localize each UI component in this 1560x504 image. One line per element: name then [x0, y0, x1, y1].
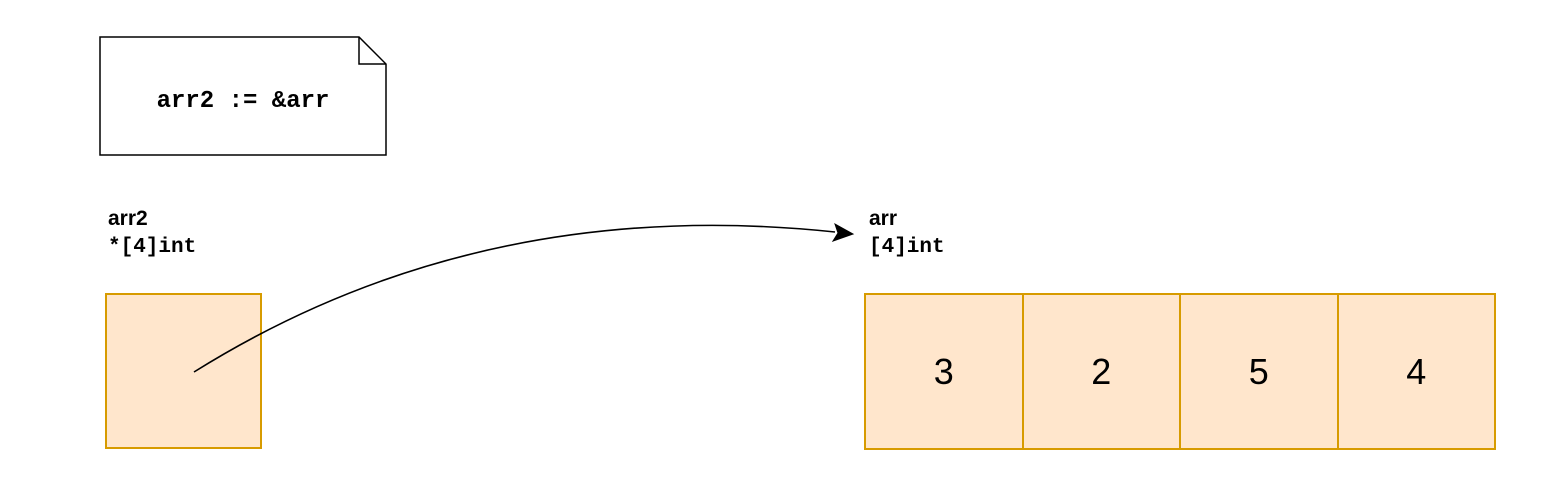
code-text: arr2 := &arr — [156, 87, 330, 115]
code-note: arr2 := &arr — [99, 36, 387, 156]
array-cell-3: 4 — [1406, 350, 1427, 392]
array-box: 3 2 5 4 — [864, 293, 1496, 450]
pointer-box — [105, 293, 262, 449]
array-var-name: arr — [869, 207, 898, 230]
pointer-var-label: arr2 *[4]int — [108, 205, 196, 263]
pointer-var-name: arr2 — [108, 207, 148, 230]
array-cell-2: 5 — [1181, 295, 1339, 448]
pointer-arrow-head — [831, 222, 855, 242]
array-var-label: arr [4]int — [869, 205, 945, 263]
array-cell-0: 3 — [866, 295, 1024, 448]
note-shape — [99, 36, 387, 156]
pointer-var-type: *[4]int — [108, 236, 197, 259]
pointer-arrow-line — [193, 224, 836, 373]
array-cell-1: 2 — [1024, 295, 1181, 448]
array-var-type: [4]int — [869, 236, 945, 259]
